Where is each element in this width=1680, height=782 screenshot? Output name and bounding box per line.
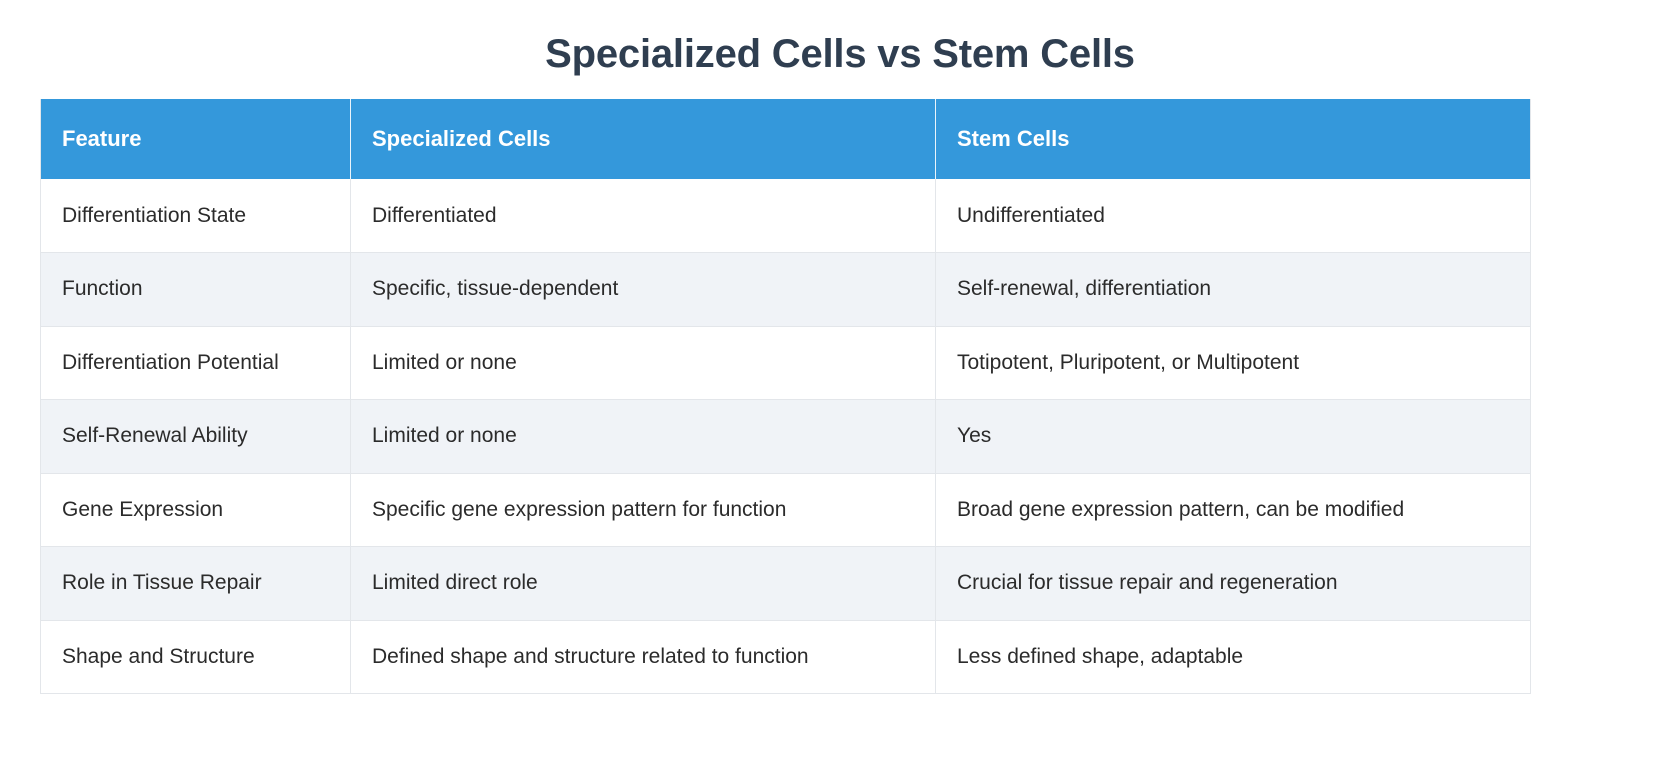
cell-feature: Function — [40, 252, 351, 327]
table-header-row: Feature Specialized Cells Stem Cells — [40, 99, 1531, 179]
cell-specialized: Specific, tissue-dependent — [350, 252, 936, 327]
cell-feature: Shape and Structure — [40, 620, 351, 694]
comparison-table-container: Feature Specialized Cells Stem Cells Dif… — [40, 99, 1531, 694]
cell-feature: Differentiation Potential — [40, 326, 351, 400]
cell-specialized: Limited or none — [350, 326, 936, 400]
table-row: Gene Expression Specific gene expression… — [40, 473, 1531, 547]
cell-feature: Differentiation State — [40, 179, 351, 253]
cell-specialized: Differentiated — [350, 179, 936, 253]
column-header-specialized-cells: Specialized Cells — [350, 99, 936, 179]
cell-feature: Self-Renewal Ability — [40, 399, 351, 474]
cell-specialized: Limited or none — [350, 399, 936, 474]
cell-stem: Totipotent, Pluripotent, or Multipotent — [935, 326, 1531, 400]
cell-stem: Broad gene expression pattern, can be mo… — [935, 473, 1531, 547]
cell-specialized: Specific gene expression pattern for fun… — [350, 473, 936, 547]
cell-feature: Gene Expression — [40, 473, 351, 547]
table-row: Differentiation Potential Limited or non… — [40, 326, 1531, 400]
cell-stem: Yes — [935, 399, 1531, 474]
cell-stem: Undifferentiated — [935, 179, 1531, 253]
cell-specialized: Defined shape and structure related to f… — [350, 620, 936, 694]
table-row: Function Specific, tissue-dependent Self… — [40, 252, 1531, 327]
column-header-feature: Feature — [40, 99, 351, 179]
page-title: Specialized Cells vs Stem Cells — [545, 32, 1135, 76]
cell-feature: Role in Tissue Repair — [40, 546, 351, 621]
table-body: Differentiation State Differentiated Und… — [40, 179, 1531, 694]
column-header-stem-cells: Stem Cells — [935, 99, 1531, 179]
table-row: Differentiation State Differentiated Und… — [40, 179, 1531, 253]
cell-stem: Less defined shape, adaptable — [935, 620, 1531, 694]
cell-specialized: Limited direct role — [350, 546, 936, 621]
comparison-table: Feature Specialized Cells Stem Cells Dif… — [40, 99, 1531, 694]
cell-stem: Crucial for tissue repair and regenerati… — [935, 546, 1531, 621]
table-row: Self-Renewal Ability Limited or none Yes — [40, 399, 1531, 474]
table-header: Feature Specialized Cells Stem Cells — [40, 99, 1531, 179]
table-row: Shape and Structure Defined shape and st… — [40, 620, 1531, 694]
table-row: Role in Tissue Repair Limited direct rol… — [40, 546, 1531, 621]
cell-stem: Self-renewal, differentiation — [935, 252, 1531, 327]
